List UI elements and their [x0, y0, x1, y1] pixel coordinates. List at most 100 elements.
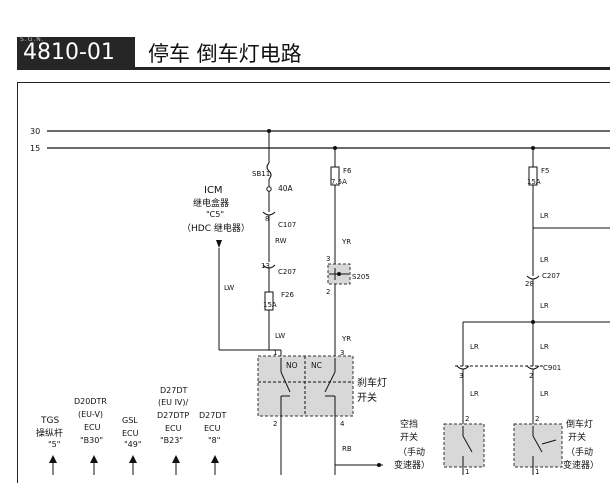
- sgn-label: S.G.N.: [20, 36, 45, 43]
- rb-output-line: [335, 463, 383, 467]
- neutral-switch-pin-top: 2: [465, 415, 469, 423]
- ecu-d27dt: D27DT ECU "8": [199, 411, 227, 475]
- brake-switch-name-2: 开关: [357, 391, 377, 404]
- reverse-switch-line4: 变速器）: [563, 459, 599, 471]
- wire-lr-1: LR: [540, 212, 549, 220]
- ecu-gsl-line1: GSL: [122, 416, 138, 425]
- ecu-d27dt-line1: D27DT: [199, 411, 227, 420]
- fuse-f6-name: F6: [343, 167, 352, 175]
- section-code-badge: S.G.N. 4810-01: [17, 36, 135, 67]
- splice-s205-dot: [337, 272, 341, 276]
- icm-line3: "C5": [206, 210, 224, 219]
- reverse-switch: [513, 423, 563, 475]
- page-title: 停车 倒车灯电路: [148, 42, 302, 66]
- brake-switch-no: NO: [286, 361, 298, 370]
- ecu-d20dtr-line2: ECU: [84, 423, 101, 432]
- junction-dot: [531, 320, 535, 324]
- bus-30-label: 30: [30, 127, 40, 136]
- ecu-d27dtp-lineA: D27DT: [160, 386, 188, 395]
- wire-yr-bottom-label: YR: [341, 335, 351, 343]
- wire-yr-top-label: YR: [341, 238, 351, 246]
- brake-switch-pin1: 1: [273, 349, 277, 357]
- wire-lw-label: LW: [275, 332, 285, 340]
- icm-line4: （HDC 继电器）: [182, 222, 250, 234]
- neutral-switch-line1: 空挡: [400, 418, 418, 430]
- fuse-f5-name: F5: [541, 167, 549, 175]
- feed-column-sb11: [262, 129, 282, 358]
- ecu-arrow: [172, 455, 180, 463]
- splice-s205-name: S205: [352, 273, 370, 281]
- brake-switch-pin2: 2: [273, 420, 277, 428]
- neutral-switch-line4: 变速器）: [394, 459, 430, 471]
- icm-arrow: [216, 240, 222, 248]
- neutral-switch-pin-bottom: 1: [465, 468, 469, 475]
- ecu-gsl: GSL ECU "49": [122, 416, 142, 475]
- ecu-d27dt-line2: ECU: [204, 424, 221, 433]
- ecu-gsl-line2: ECU: [122, 429, 139, 438]
- fuse-f5-rating: 15A: [527, 178, 541, 186]
- feed-column-f6: [327, 146, 351, 358]
- connector-c207b-name: C207: [542, 272, 560, 280]
- ecu-tgs-line1: TGS: [40, 416, 59, 426]
- fuse-f26-rating: 15A: [263, 301, 277, 309]
- fuse-f26-name: F26: [281, 291, 294, 299]
- connector-c901-name: C901: [543, 364, 561, 372]
- wire-lr-7: LR: [540, 390, 549, 398]
- wire-rw-label: RW: [275, 237, 287, 245]
- ecu-d27dtp-line2: ECU: [165, 424, 182, 433]
- fuse-sb11-rating: 40A: [278, 184, 294, 193]
- fusible-link-sb11: [266, 162, 272, 180]
- junction-dot: [377, 463, 381, 467]
- brake-switch-name-1: 刹车灯: [357, 376, 387, 389]
- ecu-arrow: [211, 455, 219, 463]
- ecu-d27dt-line3: "8": [208, 436, 220, 445]
- bus-15-label: 15: [30, 144, 40, 153]
- ecu-d20dtr: D20DTR (EU-V) ECU "B30": [74, 397, 107, 475]
- icm-line1: ICM: [204, 185, 223, 196]
- brake-switch-pin3: 3: [340, 349, 344, 357]
- reverse-switch-line1: 倒车灯: [566, 418, 593, 430]
- reverse-switch-line2: 开关: [568, 431, 586, 443]
- reverse-switch-pin-bottom: 1: [535, 468, 539, 475]
- ecu-d27dtp: D27DT (EU IV)/ D27DTP ECU "B23": [157, 386, 189, 475]
- connector-c901-pin-left: 3: [459, 372, 463, 380]
- reverse-switch-pin-top: 2: [535, 415, 539, 423]
- ecu-d20dtr-line1: (EU-V): [78, 410, 103, 419]
- ecu-d20dtr-line0: D20DTR: [74, 397, 107, 406]
- feed-column-f5: [455, 146, 610, 426]
- ecu-tgs-line3: "5": [48, 440, 60, 449]
- splice-s205-pin-top: 3: [326, 255, 330, 263]
- ecu-gsl-line3: "49": [124, 440, 142, 449]
- connector-c207b-mark: [526, 275, 540, 280]
- fuse-f6-rating: 7.5A: [331, 178, 347, 186]
- icm-line2: 继电盒器: [193, 197, 229, 209]
- neutral-switch-box: [443, 423, 485, 468]
- ecu-arrow: [90, 455, 98, 463]
- connector-c207b-pin: 28: [525, 280, 534, 288]
- connector-c207a-pin: 13: [261, 262, 270, 270]
- icm-feed: [216, 240, 269, 351]
- fuse-sb11-name: SB11: [252, 170, 270, 178]
- ecu-d27dtp-line1: D27DTP: [157, 411, 189, 420]
- wire-lr-5: LR: [540, 343, 549, 351]
- wire-lr-2: LR: [540, 256, 549, 264]
- splice-s205-pin-bottom: 2: [326, 288, 330, 296]
- neutral-switch-line2: 开关: [400, 431, 418, 443]
- neutral-switch: [443, 423, 485, 475]
- brake-switch-nc: NC: [311, 361, 322, 370]
- wire-lr-3: LR: [540, 302, 549, 310]
- header-rule: [17, 67, 610, 70]
- connector-c207a-name: C207: [278, 268, 296, 276]
- ecu-d27dtp-line0: (EU IV)/: [158, 398, 189, 407]
- ecu-tgs-line2: 操纵杆: [36, 427, 63, 439]
- wire-lr-4: LR: [470, 343, 479, 351]
- brake-switch-pin4: 4: [340, 420, 345, 428]
- connector-c901-pin-right: 2: [529, 372, 533, 380]
- connector-c107-pin: 8: [265, 215, 269, 223]
- terminal-ring: [266, 186, 272, 192]
- section-code: 4810-01: [23, 40, 115, 65]
- ecu-arrow: [49, 455, 57, 463]
- brake-switch: [257, 355, 354, 475]
- ecu-d27dtp-line3: "B23": [160, 436, 183, 445]
